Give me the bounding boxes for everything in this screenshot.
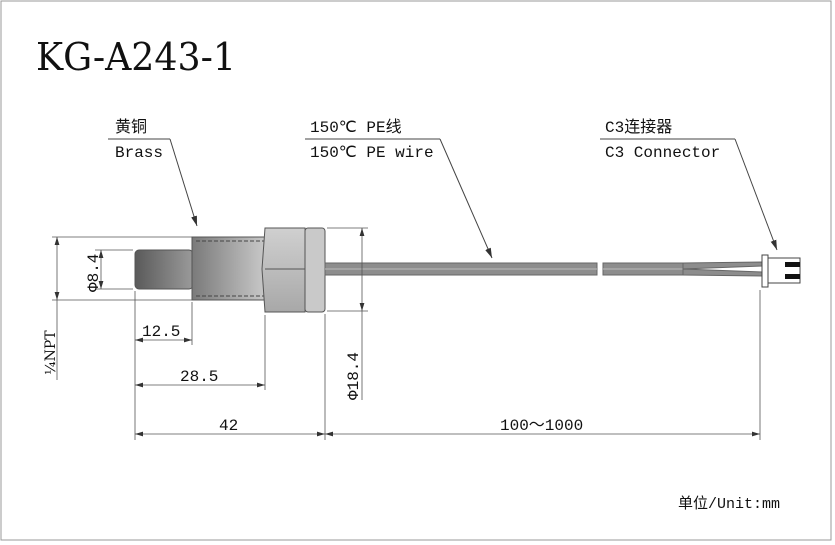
dimension-lines (52, 227, 761, 440)
dim-nut-diameter: Φ18.4 (345, 352, 363, 400)
sensor-probe (134, 227, 326, 313)
dim-thread: ¼NPT (43, 330, 59, 375)
hex-nut (261, 227, 309, 313)
threaded-body (191, 236, 266, 301)
collar (304, 227, 326, 313)
leader-lines (108, 138, 778, 259)
c3-connector (761, 254, 801, 288)
label-brass-en: Brass (115, 144, 163, 162)
dim-body-length: 28.5 (180, 368, 218, 386)
label-brass-cn: 黄铜 (115, 117, 147, 136)
label-wire-en: 150℃ PE wire (310, 144, 434, 162)
pe-cable (324, 261, 763, 277)
drawing-title: KG-A243-1 (36, 35, 236, 79)
dim-tip-diameter: Φ8.4 (85, 254, 103, 292)
label-connector-en: C3 Connector (605, 144, 720, 162)
probe-tip (134, 249, 194, 290)
dim-cable-length: 100～1000 (500, 417, 583, 435)
label-wire-cn: 150℃ PE线 (310, 118, 402, 137)
dim-tip-length: 12.5 (142, 323, 180, 341)
dim-total-length: 42 (219, 417, 238, 435)
unit-label: 单位/Unit:mm (678, 495, 780, 513)
label-connector-cn: C3连接器 (605, 118, 672, 137)
